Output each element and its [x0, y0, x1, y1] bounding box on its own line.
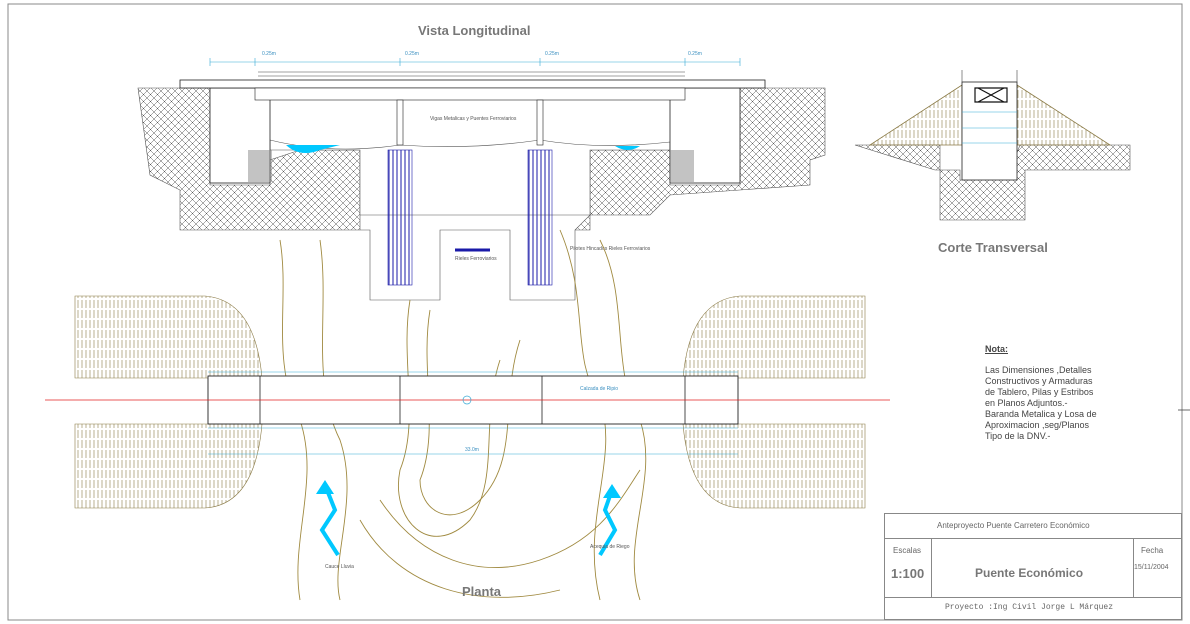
plan-embankment-left-bottom	[74, 423, 263, 509]
cross-section-view	[854, 70, 1131, 221]
longitudinal-view: 0.25m 0.25m 0.25m 0.25m Vigas Metalicas …	[137, 51, 826, 301]
scale-value: 1:100	[891, 566, 925, 581]
abutment-footing-right	[670, 150, 694, 182]
calzada-label: Calzada de Ripio	[580, 386, 618, 392]
note-title: Nota:	[985, 344, 1008, 354]
project-title: Anteproyecto Puente Carretero Económico	[937, 521, 1090, 530]
beams-label: Vigas Metalicas y Puentes Ferroviarios	[430, 116, 517, 122]
river-bed	[269, 139, 671, 216]
acequia-label: Acequia de Riego	[590, 544, 630, 550]
author: Proyecto :Ing Civil Jorge L Márquez	[945, 603, 1114, 612]
pier-1	[396, 99, 404, 146]
embankment-right	[1016, 84, 1112, 146]
dim-label-3: 0.25m	[545, 51, 559, 57]
rails-label: Rieles Ferroviarios	[455, 256, 497, 262]
dim-label-4: 0.25m	[688, 51, 702, 57]
plan-view-title: Planta	[462, 584, 502, 599]
date-label: Fecha	[1141, 546, 1164, 555]
cross-beam-truss	[974, 87, 1008, 103]
title-block: Anteproyecto Puente Carretero Económico …	[884, 513, 1182, 620]
plan-embankment-right-bottom	[682, 423, 866, 509]
date-value: 15/11/2004	[1134, 564, 1169, 571]
plan-embankment-left-top	[74, 295, 263, 379]
metal-beams	[254, 87, 686, 101]
piles-1	[387, 149, 413, 286]
water-left	[286, 145, 340, 154]
water-right	[615, 146, 640, 150]
dim-label-1: 0.25m	[262, 51, 276, 57]
pier-2	[536, 99, 544, 146]
bridge-deck	[179, 79, 766, 89]
longitudinal-view-title: Vista Longitudinal	[418, 23, 531, 38]
piles-2	[527, 149, 553, 286]
cauce-label: Cauce Lluvia	[325, 564, 354, 570]
flow-arrow-right	[598, 489, 618, 557]
abutment-footing-left	[248, 150, 272, 182]
plan-embankment-right-top	[682, 295, 866, 379]
piles-label: Pilotes Hincados Rieles Ferroviarios	[570, 246, 651, 252]
note-body: Las Dimensiones ,Detalles Constructivos …	[985, 365, 1097, 441]
total-length-label: 33.0m	[465, 447, 479, 453]
scale-label: Escalas	[893, 546, 922, 555]
center-mark	[462, 395, 472, 405]
flow-arrow-left	[319, 484, 340, 557]
drawing-name: Puente Económico	[975, 566, 1084, 580]
dim-label-2: 0.25m	[405, 51, 419, 57]
cross-abutment	[961, 81, 1018, 181]
embankment-left	[868, 84, 963, 146]
plan-view: 33.0m Calzada de Ripio Cauce Lluvia Aceq…	[45, 229, 890, 601]
railing	[258, 71, 685, 77]
sheet-border	[7, 3, 1183, 621]
cross-section-title: Corte Transversal	[938, 240, 1048, 255]
